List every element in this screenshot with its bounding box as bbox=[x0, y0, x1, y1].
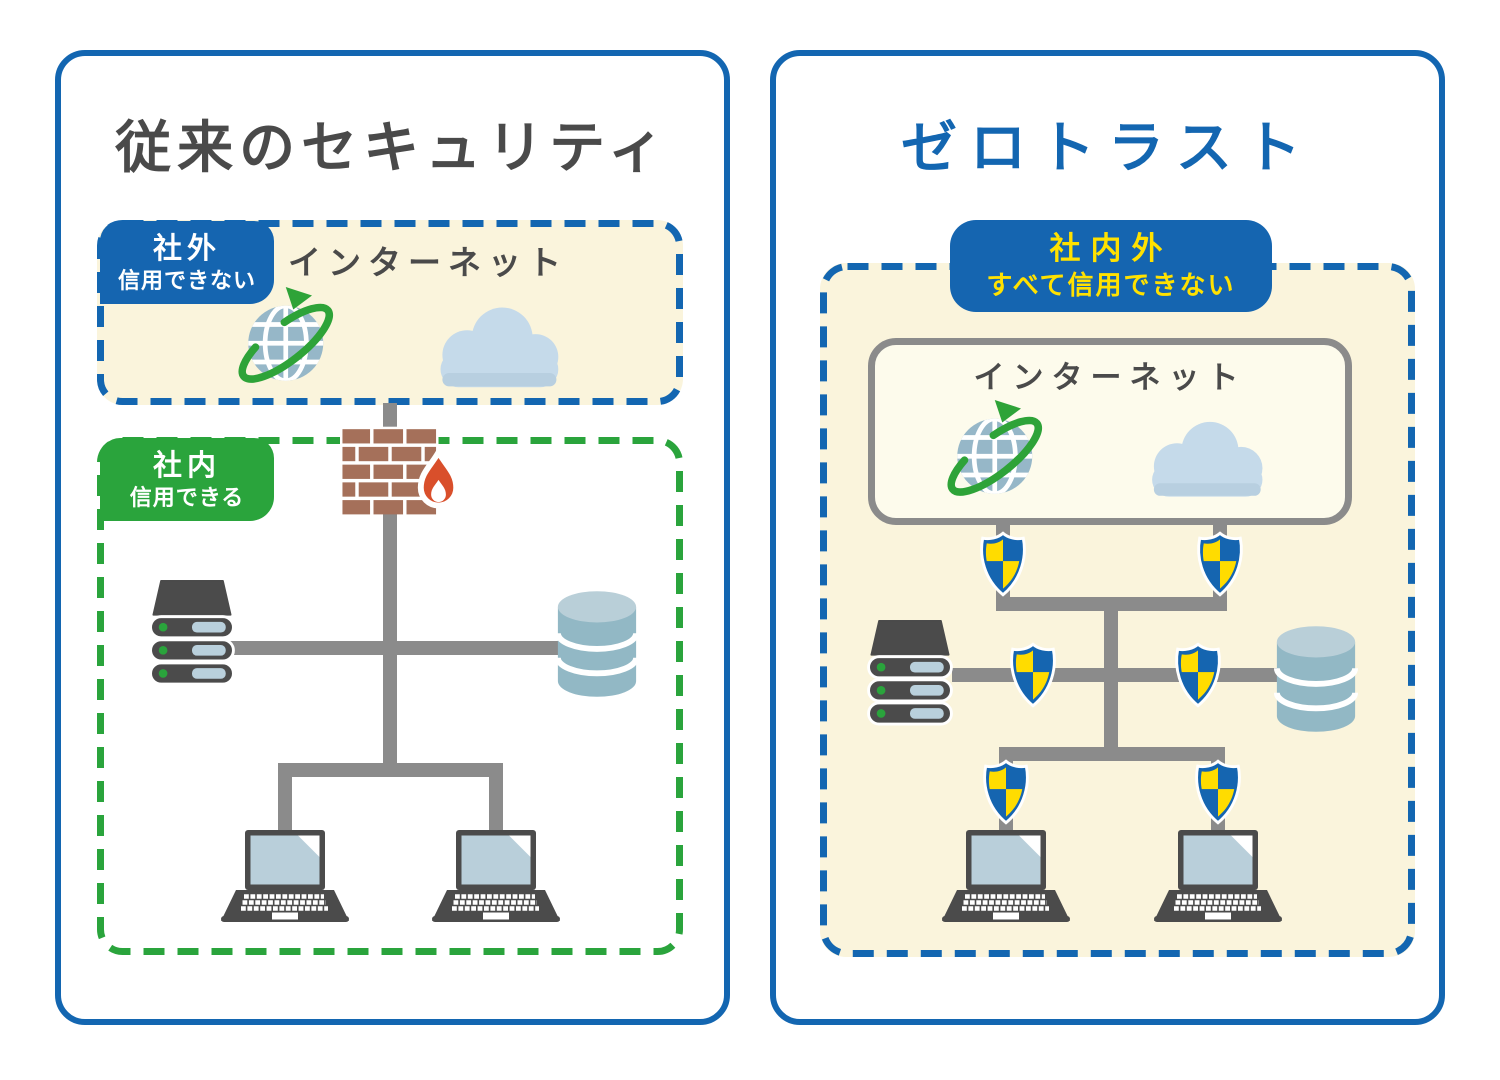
database-icon bbox=[1272, 620, 1360, 738]
server-icon bbox=[866, 620, 954, 726]
connector-line bbox=[489, 763, 503, 840]
connector-line bbox=[278, 763, 292, 840]
laptop-icon bbox=[220, 830, 350, 930]
connector-line bbox=[952, 668, 1280, 682]
laptop-icon bbox=[431, 830, 561, 930]
internet-label: インターネット bbox=[288, 244, 568, 281]
panel-title-traditional: 従来のセキュリティ bbox=[115, 116, 670, 179]
globe-icon bbox=[946, 400, 1051, 505]
badge-line2: 信用できる bbox=[129, 484, 245, 510]
badge-outside-untrusted: 社外 信用できない bbox=[100, 221, 274, 304]
server-icon bbox=[148, 580, 236, 686]
panel-title-zero-trust: ゼロトラスト bbox=[901, 116, 1314, 179]
badge-line2: すべて信用できない bbox=[986, 270, 1236, 301]
shield-icon bbox=[977, 758, 1035, 826]
badge-inside-trusted: 社内 信用できる bbox=[100, 438, 274, 521]
internet-label: インターネット bbox=[973, 360, 1247, 395]
badge-line1: 社外 bbox=[152, 232, 221, 265]
connector-line bbox=[226, 641, 562, 655]
shield-icon bbox=[1189, 758, 1247, 826]
badge-line2: 信用できない bbox=[117, 267, 256, 293]
firewall-icon bbox=[340, 426, 473, 521]
laptop-icon bbox=[1153, 830, 1283, 930]
shield-icon bbox=[1004, 641, 1062, 709]
badge-line1: 社内外 bbox=[1049, 231, 1173, 267]
shield-icon bbox=[1169, 641, 1227, 709]
database-icon bbox=[553, 585, 641, 703]
shield-icon bbox=[974, 530, 1032, 598]
cloud-icon bbox=[420, 298, 575, 393]
laptop-icon bbox=[941, 830, 1071, 930]
shield-icon bbox=[1191, 530, 1249, 598]
connector-line bbox=[278, 763, 503, 777]
badge-line1: 社内 bbox=[152, 449, 221, 482]
badge-all-untrusted: 社内外 すべて信用できない bbox=[950, 220, 1272, 312]
cloud-icon bbox=[1133, 413, 1278, 502]
